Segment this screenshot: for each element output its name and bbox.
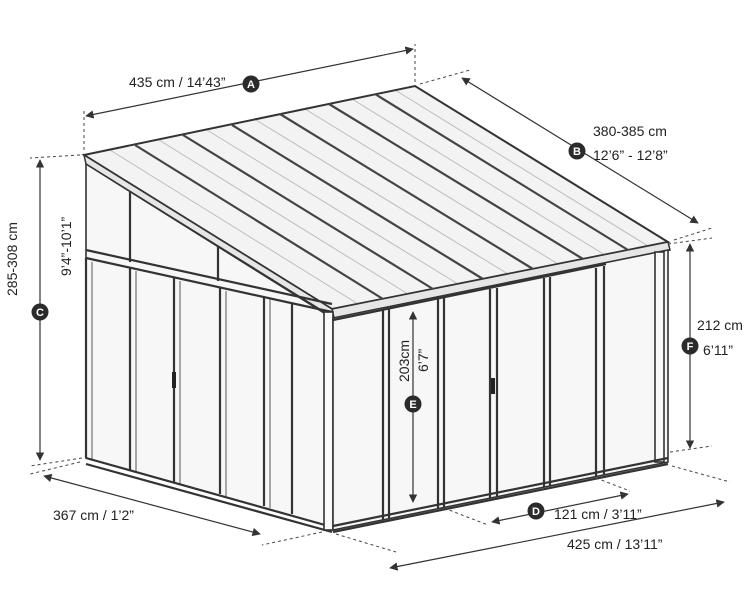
dimension-c: 285-308 cm 9’4”-10’1” C	[4, 154, 83, 467]
dimension-depth: 367 cm / 1’2”	[29, 461, 323, 546]
door-handle	[172, 372, 176, 388]
end-post	[654, 251, 665, 463]
roof-rib	[134, 144, 384, 300]
dimension-e-badge: E	[404, 395, 422, 413]
dimension-b-metric: 380-385 cm	[593, 123, 667, 139]
dimension-c-imperial: 9’4”-10’1”	[58, 217, 74, 276]
dimension-f-badge: F	[681, 337, 699, 355]
dimension-f-imperial: 6’11”	[703, 342, 733, 358]
svg-text:A: A	[247, 79, 255, 91]
roof-rib	[231, 124, 484, 280]
svg-text:D: D	[532, 506, 540, 518]
dimension-a-badge: A	[242, 75, 260, 93]
dimension-f-metric: 212 cm	[697, 317, 743, 333]
dimension-b: 380-385 cm B 12’6” - 12’8”	[419, 69, 713, 241]
dimension-depth-label: 367 cm / 1’2”	[53, 507, 134, 523]
dimension-width-label: 425 cm / 13’11”	[567, 536, 663, 552]
dimension-f: 212 cm F 6’11”	[667, 237, 743, 453]
dimension-c-badge: C	[31, 303, 49, 321]
dimension-d-badge: D	[527, 502, 545, 520]
dimension-width: 425 cm / 13’11”	[335, 465, 731, 571]
dimension-a-label: 435 cm / 14’43”	[129, 74, 226, 90]
dimension-d-label: 121 cm / 3’11”	[554, 506, 642, 522]
dimension-a: 435 cm / 14’43” A	[83, 44, 416, 150]
svg-text:E: E	[409, 399, 416, 411]
corner-post	[323, 311, 334, 531]
dimension-d: D 121 cm / 3’11”	[443, 477, 642, 526]
svg-text:F: F	[687, 341, 694, 353]
door-handle	[491, 378, 495, 394]
roof	[81, 84, 671, 320]
svg-text:B: B	[573, 146, 581, 158]
svg-text:C: C	[36, 307, 44, 319]
dimension-e-imperial: 6’7”	[415, 348, 431, 372]
dimension-e: 203cm 6’7” E	[396, 311, 431, 503]
roof-rib	[182, 134, 434, 290]
dimension-c-metric: 285-308 cm	[4, 222, 20, 296]
dimension-e-metric: 203cm	[396, 340, 412, 382]
roof-rib	[328, 103, 584, 260]
dimension-b-badge: B	[568, 142, 586, 160]
roof-rib	[279, 113, 534, 270]
dimension-b-imperial: 12’6” - 12’8”	[593, 147, 668, 163]
